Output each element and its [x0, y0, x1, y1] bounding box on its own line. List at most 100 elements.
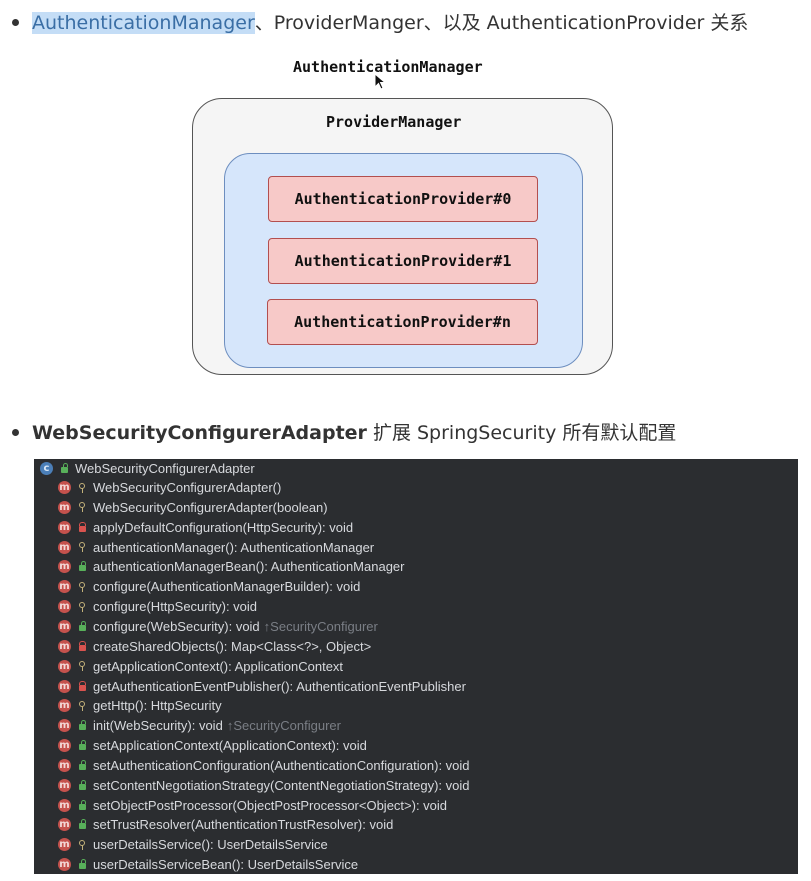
authentication-provider-box: AuthenticationProvider#n: [267, 299, 538, 345]
method-signature: setContentNegotiationStrategy(ContentNeg…: [93, 777, 470, 793]
method-icon: m: [58, 679, 71, 693]
protected-icon: [75, 601, 89, 612]
protected-icon: [75, 542, 89, 553]
private-icon: [75, 521, 89, 532]
method-row[interactable]: m setObjectPostProcessor(ObjectPostProces…: [58, 796, 447, 815]
method-icon: m: [58, 739, 71, 753]
method-signature: setObjectPostProcessor(ObjectPostProcess…: [93, 797, 448, 813]
method-icon: m: [58, 798, 71, 812]
method-signature: getHttp(): HttpSecurity: [93, 698, 222, 714]
method-signature: authenticationManagerBean(): Authenticat…: [93, 559, 405, 575]
method-row[interactable]: m userDetailsService(): UserDetailsServic…: [58, 835, 328, 854]
method-icon: m: [58, 818, 71, 832]
method-signature: applyDefaultConfiguration(HttpSecurity):…: [93, 519, 354, 535]
class-icon: c: [40, 462, 53, 475]
provider-manager-label: ProviderManager: [326, 113, 462, 131]
method-signature: configure(AuthenticationManagerBuilder):…: [93, 579, 361, 595]
method-row[interactable]: m setApplicationContext(ApplicationContex…: [58, 736, 367, 755]
public-icon: [75, 620, 89, 631]
method-row[interactable]: m configure(HttpSecurity): void: [58, 597, 257, 616]
public-icon: [75, 799, 89, 810]
method-icon: m: [58, 858, 71, 872]
public-icon: [57, 463, 71, 473]
method-row[interactable]: m userDetailsServiceBean(): UserDetailsSe…: [58, 855, 358, 874]
method-signature: setApplicationContext(ApplicationContext…: [93, 738, 367, 754]
mouse-cursor-icon: [374, 73, 386, 90]
method-icon: m: [58, 838, 71, 852]
public-icon: [75, 819, 89, 830]
class-name: WebSecurityConfigurerAdapter: [75, 461, 255, 476]
method-signature: configure(WebSecurity): void: [93, 618, 260, 634]
authentication-manager-label: AuthenticationManager: [293, 58, 483, 76]
method-icon: m: [58, 719, 71, 733]
method-row[interactable]: m WebSecurityConfigurerAdapter(boolean): [58, 498, 328, 517]
method-row[interactable]: m setAuthenticationConfiguration(Authenti…: [58, 756, 470, 775]
method-signature: setTrustResolver(AuthenticationTrustReso…: [93, 817, 394, 833]
method-signature: WebSecurityConfigurerAdapter(): [93, 480, 282, 495]
method-signature: setAuthenticationConfiguration(Authentic…: [93, 757, 470, 773]
protected-icon: [75, 482, 89, 493]
heading-bold-text: WebSecurityConfigurerAdapter: [32, 422, 367, 444]
section-heading-relations: AuthenticationManager、ProviderManger、以及 …: [32, 10, 748, 36]
method-signature: authenticationManager(): AuthenticationM…: [93, 539, 375, 555]
method-row[interactable]: m WebSecurityConfigurerAdapter(): [58, 478, 281, 497]
authentication-provider-box: AuthenticationProvider#1: [268, 238, 538, 284]
method-icon: m: [58, 540, 71, 554]
class-node[interactable]: c WebSecurityConfigurerAdapter: [40, 459, 255, 478]
inherited-from-label: ↑SecurityConfigurer: [226, 718, 341, 734]
method-icon: m: [58, 580, 71, 594]
method-icon: m: [58, 520, 71, 534]
method-row[interactable]: m getAuthenticationEventPublisher(): Auth…: [58, 677, 466, 696]
method-row[interactable]: m getHttp(): HttpSecurity: [58, 696, 222, 715]
bullet-dot: [12, 429, 19, 436]
method-row[interactable]: m configure(AuthenticationManagerBuilder)…: [58, 577, 360, 596]
protected-icon: [75, 700, 89, 711]
protected-icon: [75, 839, 89, 850]
method-signature: WebSecurityConfigurerAdapter(boolean): [93, 499, 328, 515]
method-signature: init(WebSecurity): void: [93, 718, 223, 734]
method-icon: m: [58, 699, 71, 713]
heading-text: 扩展 SpringSecurity 所有默认配置: [366, 422, 677, 444]
public-icon: [75, 759, 89, 770]
public-icon: [75, 740, 89, 751]
method-row[interactable]: m createSharedObjects(): Map<Class<?>, Ob…: [58, 637, 371, 656]
selected-text[interactable]: AuthenticationManager: [32, 12, 255, 34]
method-signature: getAuthenticationEventPublisher(): Authe…: [93, 678, 466, 694]
method-signature: userDetailsService(): UserDetailsService: [93, 837, 328, 853]
private-icon: [75, 640, 89, 651]
method-signature: createSharedObjects(): Map<Class<?>, Obj…: [93, 638, 372, 654]
public-icon: [75, 561, 89, 572]
method-icon: m: [58, 500, 71, 514]
private-icon: [75, 680, 89, 691]
method-signature: getApplicationContext(): ApplicationCont…: [93, 658, 344, 674]
method-icon: m: [58, 600, 71, 614]
method-icon: m: [58, 778, 71, 792]
protected-icon: [75, 502, 89, 513]
protected-icon: [75, 581, 89, 592]
public-icon: [75, 720, 89, 731]
method-signature: userDetailsServiceBean(): UserDetailsSer…: [93, 857, 359, 873]
method-row[interactable]: m init(WebSecurity): void↑SecurityConfigu…: [58, 716, 341, 735]
method-icon: m: [58, 481, 71, 494]
public-icon: [75, 859, 89, 870]
method-icon: m: [58, 639, 71, 653]
protected-icon: [75, 661, 89, 672]
method-icon: m: [58, 560, 71, 574]
heading-text: 、ProviderManger、以及 AuthenticationProvide…: [254, 12, 749, 34]
method-row[interactable]: m setContentNegotiationStrategy(ContentNe…: [58, 776, 470, 795]
method-row[interactable]: m applyDefaultConfiguration(HttpSecurity)…: [58, 518, 353, 537]
section-heading-adapter: WebSecurityConfigurerAdapter 扩展 SpringSe…: [32, 420, 676, 446]
public-icon: [75, 779, 89, 790]
method-icon: m: [58, 659, 71, 673]
method-row[interactable]: m authenticationManagerBean(): Authentica…: [58, 557, 405, 576]
method-icon: m: [58, 758, 71, 772]
method-row[interactable]: m getApplicationContext(): ApplicationCon…: [58, 657, 343, 676]
bullet-dot: [12, 19, 19, 26]
method-row[interactable]: m authenticationManager(): Authentication…: [58, 538, 374, 557]
authentication-provider-box: AuthenticationProvider#0: [268, 176, 538, 222]
method-icon: m: [58, 619, 71, 633]
method-row[interactable]: m setTrustResolver(AuthenticationTrustRes…: [58, 815, 393, 834]
method-signature: configure(HttpSecurity): void: [93, 599, 258, 615]
